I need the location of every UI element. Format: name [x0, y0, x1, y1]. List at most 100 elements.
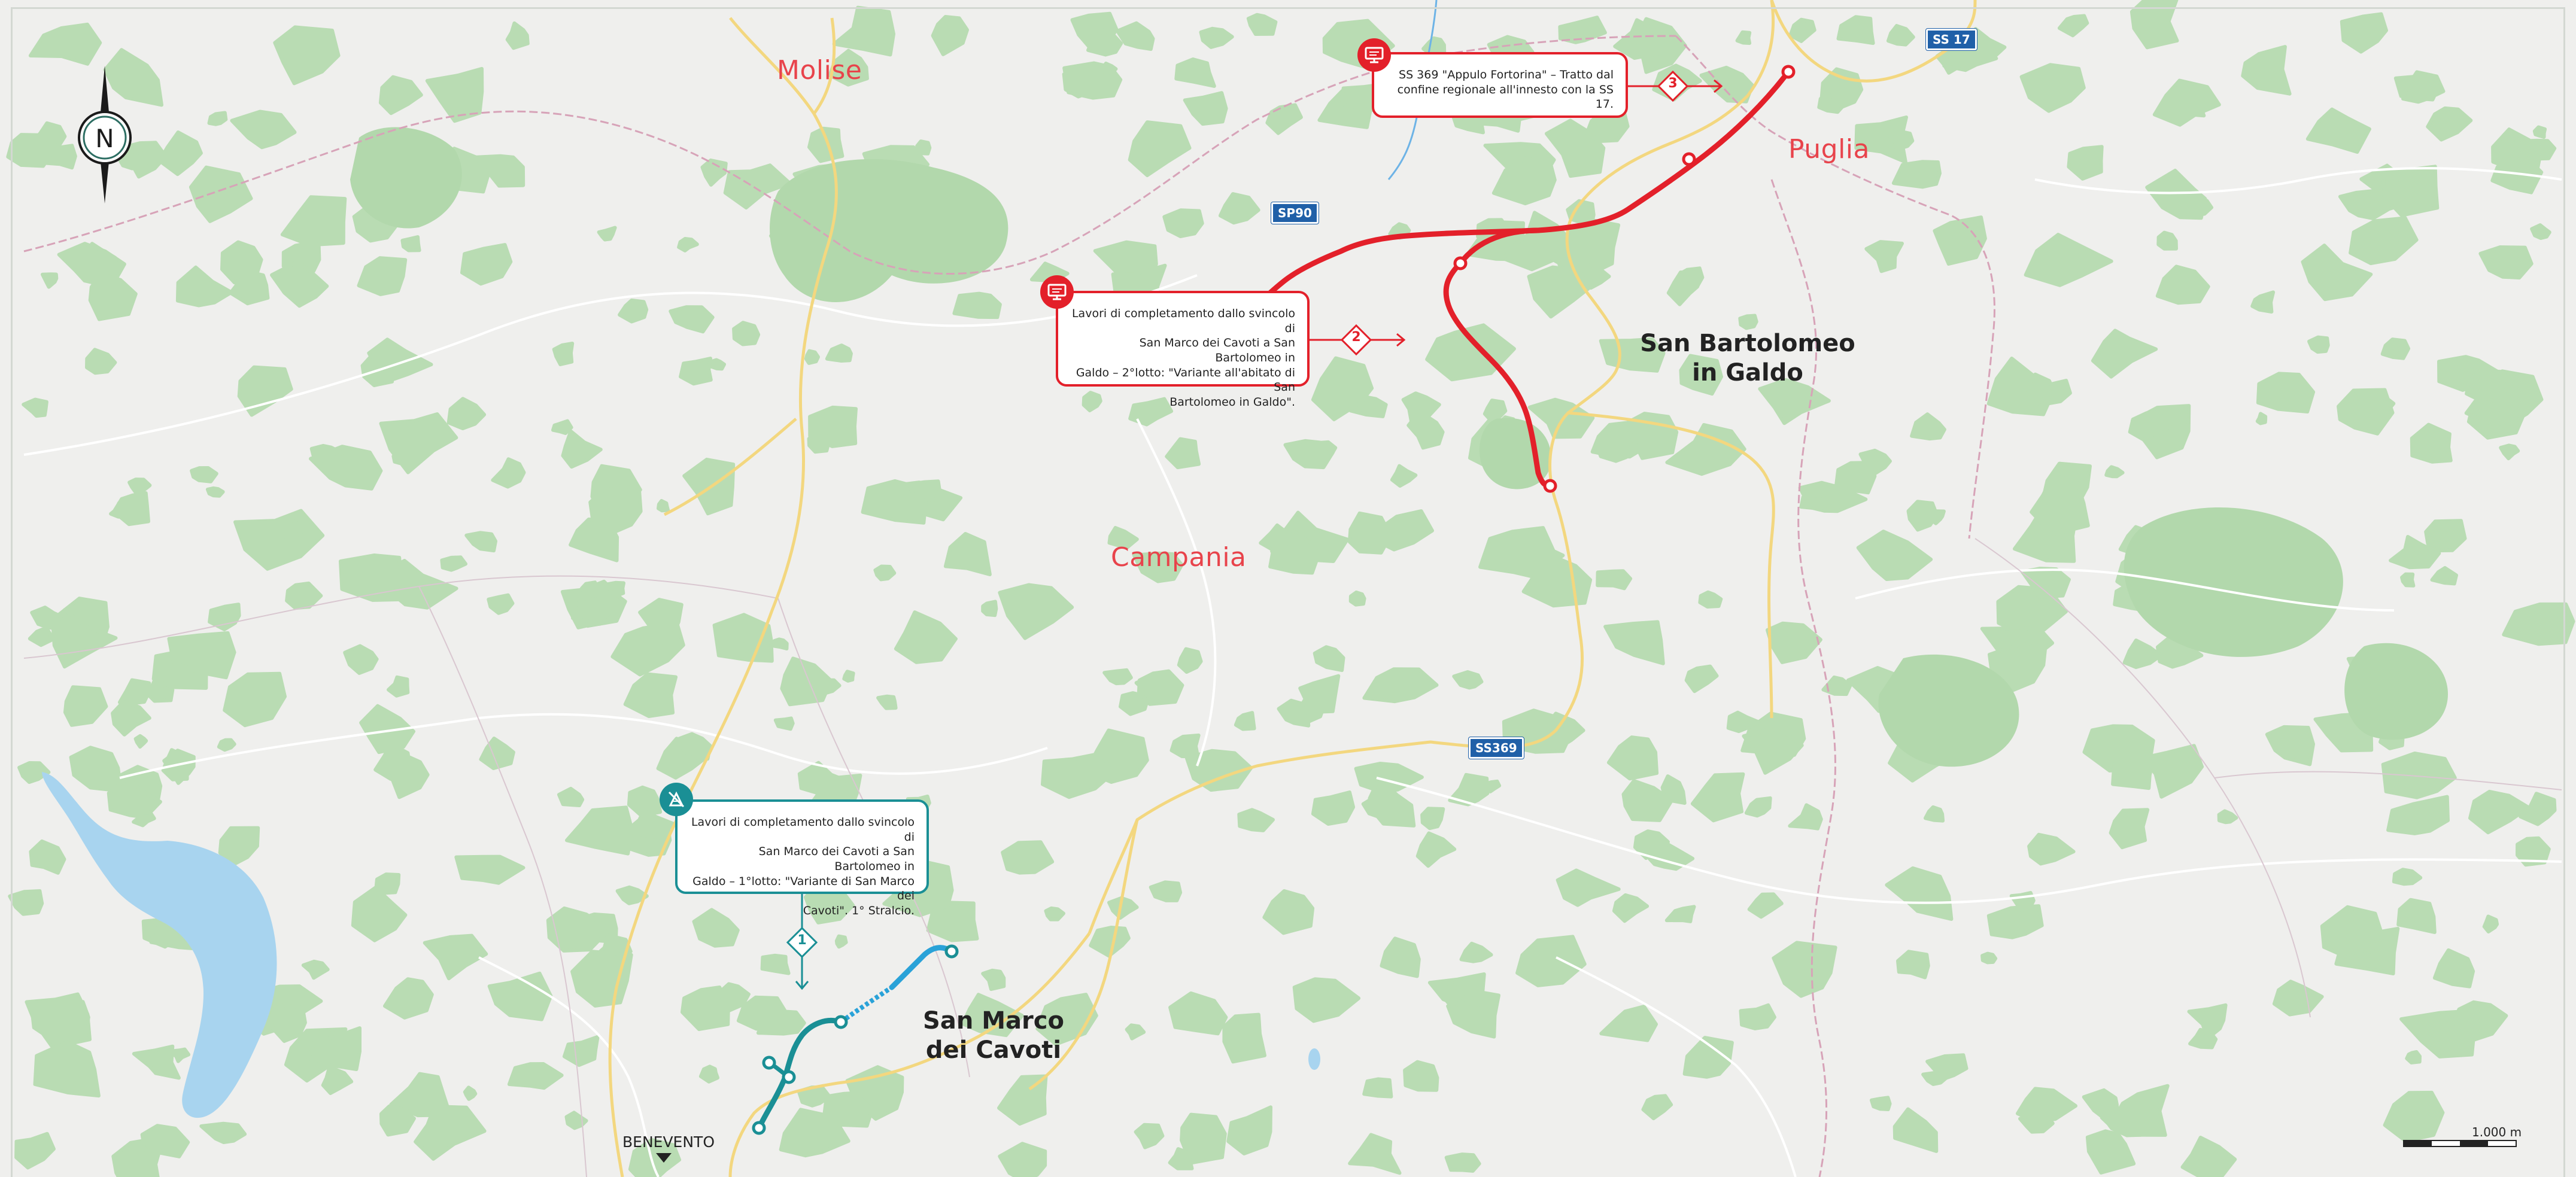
forest-patch — [1799, 494, 1834, 510]
forest-patch — [677, 237, 699, 253]
forest-patch — [907, 479, 941, 503]
forest-patch — [1107, 896, 1139, 920]
forest-patch — [63, 685, 108, 727]
callout-lot1[interactable]: Lavori di completamento dallo svincolo d… — [675, 799, 929, 917]
forest-patch — [1885, 866, 1954, 921]
forest-patch — [2100, 1111, 2123, 1130]
forest-patch — [998, 1142, 1047, 1177]
forest-patch — [692, 908, 740, 948]
forest-patch — [1558, 16, 1607, 44]
forest-patch — [1262, 889, 1315, 935]
forest-patch — [400, 235, 421, 253]
forest-patch — [1924, 805, 1945, 823]
forest-patch — [981, 600, 998, 618]
forest-patch — [926, 901, 979, 942]
forest-patch — [1415, 831, 1457, 868]
forest-patch — [876, 694, 898, 710]
forest-patch — [627, 785, 663, 817]
forest-patch — [981, 968, 1006, 992]
forest-patch — [379, 1104, 416, 1137]
forest-patch — [1886, 24, 1915, 47]
forest-patch — [2180, 1136, 2237, 1177]
forest-patch — [825, 343, 853, 363]
forest-patch — [1298, 674, 1341, 714]
callout-lot2-line: Galdo – 2°lotto: "Variante all'abitato d… — [1076, 366, 1295, 394]
forest-patch — [115, 149, 152, 171]
forest-patch — [2018, 1110, 2055, 1134]
forest-patch — [2307, 335, 2330, 354]
forest-patch — [491, 457, 526, 489]
forest-patch — [157, 130, 203, 177]
forest-patch — [1491, 156, 1557, 206]
forest-patch — [112, 491, 150, 527]
forest-patch — [557, 786, 585, 807]
forest-patch — [1277, 698, 1311, 728]
forest-patch — [1858, 448, 1892, 476]
forest-patch — [282, 516, 308, 542]
region-label-molise: Molise — [777, 55, 862, 86]
callout-lot1-number: 1 — [797, 933, 807, 948]
forest-patch — [1684, 664, 1719, 694]
forest-patch — [569, 517, 619, 562]
town-label-san-bartolomeo: San Bartolomeo in Galdo — [1640, 330, 1855, 387]
forest-patch — [1403, 1060, 1439, 1092]
forest-patch — [2426, 106, 2473, 142]
callout-lot3[interactable]: SS 369 "Appulo Fortorina" – Tratto dal c… — [1372, 52, 1628, 118]
forest-patch — [712, 613, 774, 663]
forest-patch — [546, 906, 612, 953]
forest-patch — [463, 1085, 478, 1101]
forest-patch — [1407, 409, 1445, 450]
forest-patch — [623, 672, 678, 718]
forest-patch — [1444, 1152, 1481, 1173]
forest-patch — [773, 716, 795, 731]
forest-patch — [132, 811, 156, 828]
forest-patch — [1603, 620, 1665, 665]
scale-label: 1.000 m — [2472, 1125, 2522, 1139]
forest-patch — [1313, 645, 1345, 673]
forest-patch — [1311, 790, 1356, 826]
monitor-icon — [1040, 275, 1074, 309]
forest-patch — [2514, 138, 2557, 161]
forest-patch — [69, 746, 123, 793]
forest-patch — [1347, 511, 1393, 555]
forest-patch — [383, 977, 434, 1020]
callout-lot3-line: SS 369 "Appulo Fortorina" – Tratto dal — [1399, 68, 1614, 81]
forest-patch — [931, 15, 969, 56]
forest-patch — [1348, 590, 1366, 607]
forest-patch — [22, 397, 48, 418]
forest-patch — [505, 21, 530, 50]
forest-patch — [2130, 0, 2179, 50]
forest-patch — [2067, 145, 2104, 181]
forest-patch — [1168, 991, 1228, 1036]
municipal-boundaries — [23, 538, 2562, 1177]
forest-patch — [339, 553, 404, 602]
forest-patch — [1682, 1036, 1734, 1079]
forest-patch — [1854, 115, 1908, 164]
route-node-marker — [752, 944, 959, 1135]
forest-patch — [2464, 369, 2544, 431]
forest-patch — [2152, 78, 2221, 127]
forest-patch — [1128, 397, 1174, 427]
town-label-san-marco: San Marco dei Cavoti — [923, 1007, 1064, 1064]
forest-patch — [1234, 711, 1256, 731]
forest-patch — [1599, 337, 1666, 373]
forest-patch — [2396, 898, 2437, 934]
forest-patch — [597, 226, 617, 242]
callout-connector-lot1 — [786, 894, 818, 990]
forest-patch — [1044, 906, 1065, 921]
callout-lot2[interactable]: Lavori di completamento dallo svincolo d… — [1056, 291, 1310, 409]
forest-patch — [873, 564, 897, 582]
small-pond — [1308, 1048, 1320, 1070]
regional-boundaries — [23, 35, 1995, 1177]
forest-patch — [618, 298, 649, 324]
forest-patch — [1744, 796, 1772, 818]
callout-lot2-line: Bartolomeo in Galdo". — [1169, 396, 1295, 409]
forest-patch — [1425, 323, 1516, 382]
forest-patch — [29, 839, 66, 875]
forest-patch — [2430, 566, 2458, 586]
forest-patch — [140, 1124, 190, 1158]
forest-patch — [1041, 752, 1115, 799]
forest-patch — [1390, 464, 1418, 488]
forest-patch — [357, 256, 408, 296]
